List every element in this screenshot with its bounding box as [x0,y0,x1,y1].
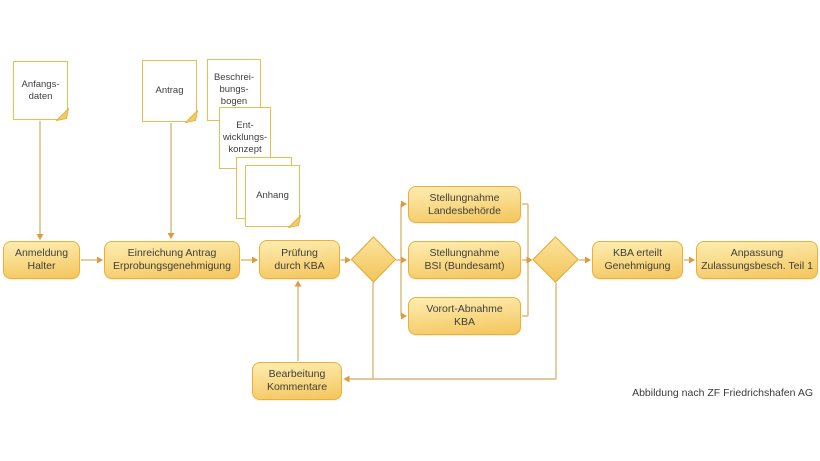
node-label: Prüfung durch KBA [274,246,325,272]
process-vorort-abnahme-kba: Vorort-Abnahme KBA [408,297,521,335]
node-label: Einreichung Antrag Erprobungsgenehmigung [113,247,231,272]
node-label: Stellungnahme Landesbehörde [428,191,501,217]
node-label: Stellungnahme BSI (Bundesamt) [424,247,505,272]
document-label: Beschrei- bungs- bogen [213,72,255,107]
process-anmeldung-halter: Anmeldung Halter [3,241,80,279]
arrowheads [36,200,695,383]
node-label: Vorort-Abnahme KBA [426,303,503,328]
folded-corner-icon [184,109,198,123]
node-label: Anmeldung Halter [14,247,69,272]
document-anhang: Anhang [245,165,301,228]
folded-corner-icon [287,214,301,228]
node-label: Bearbeitung Kommentare [266,368,328,393]
source-caption: Abbildung nach ZF Friedrichshafen AG [632,387,813,399]
node-label: Anpassung Zulassungsbesch. Teil 1 [701,247,813,272]
process-bearbeitung-kommentare: Bearbeitung Kommentare [252,362,342,400]
document-label: Ent- wicklungs- konzept [222,120,268,155]
process-pruefung-durch-kba: Prüfung durch KBA [259,240,340,279]
process-stellungnahme-bsi: Stellungnahme BSI (Bundesamt) [408,241,521,279]
process-einreichung-antrag: Einreichung Antrag Erprobungsgenehmigung [104,241,240,279]
document-label: Anhang [256,190,289,201]
node-label: KBA erteilt Genehmigung [604,247,671,272]
document-antrag: Antrag [142,60,198,123]
document-label: Antrag [155,85,184,96]
decision-diamond-after-pruefung [350,236,397,283]
document-label: Anfangs- daten [21,78,60,102]
process-anpassung-zulassungsbescheinigung: Anpassung Zulassungsbesch. Teil 1 [696,241,818,279]
folded-corner-icon [55,107,69,121]
decision-diamond-before-genehmigung [532,236,579,283]
document-anfangsdaten: Anfangs- daten [13,61,69,121]
process-stellungnahme-landesbehoerde: Stellungnahme Landesbehörde [408,186,521,223]
process-kba-erteilt-genehmigung: KBA erteilt Genehmigung [592,241,683,279]
